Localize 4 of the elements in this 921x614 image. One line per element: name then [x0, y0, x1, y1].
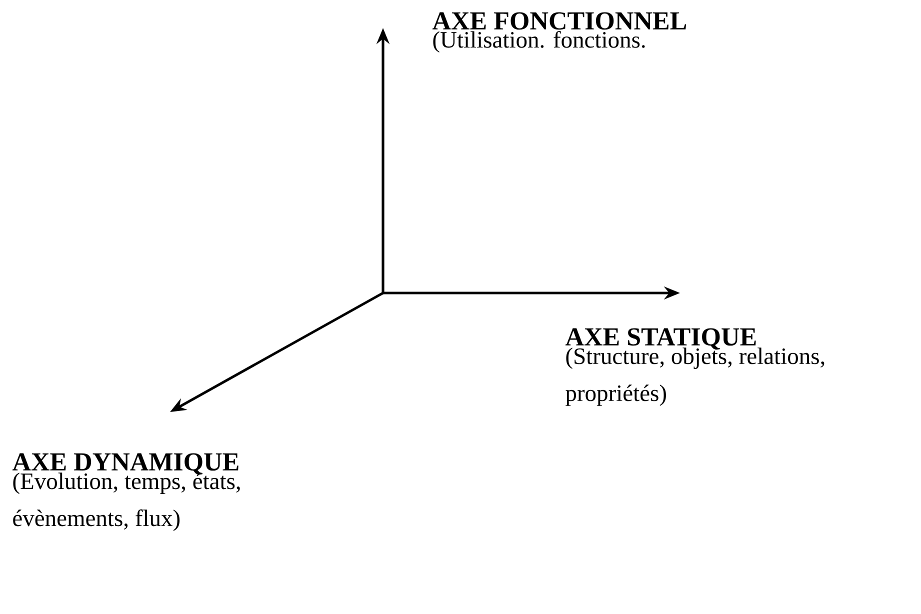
axis-title: AXE FONCTIONNEL: [432, 12, 686, 30]
axis-description: (Utilisation. fonctions.: [433, 31, 645, 53]
axis-description: (Structure, objets, relations, propriétés): [566, 348, 824, 406]
axis-description: (Evolution, temps, états, évènements, flux): [13, 472, 240, 531]
